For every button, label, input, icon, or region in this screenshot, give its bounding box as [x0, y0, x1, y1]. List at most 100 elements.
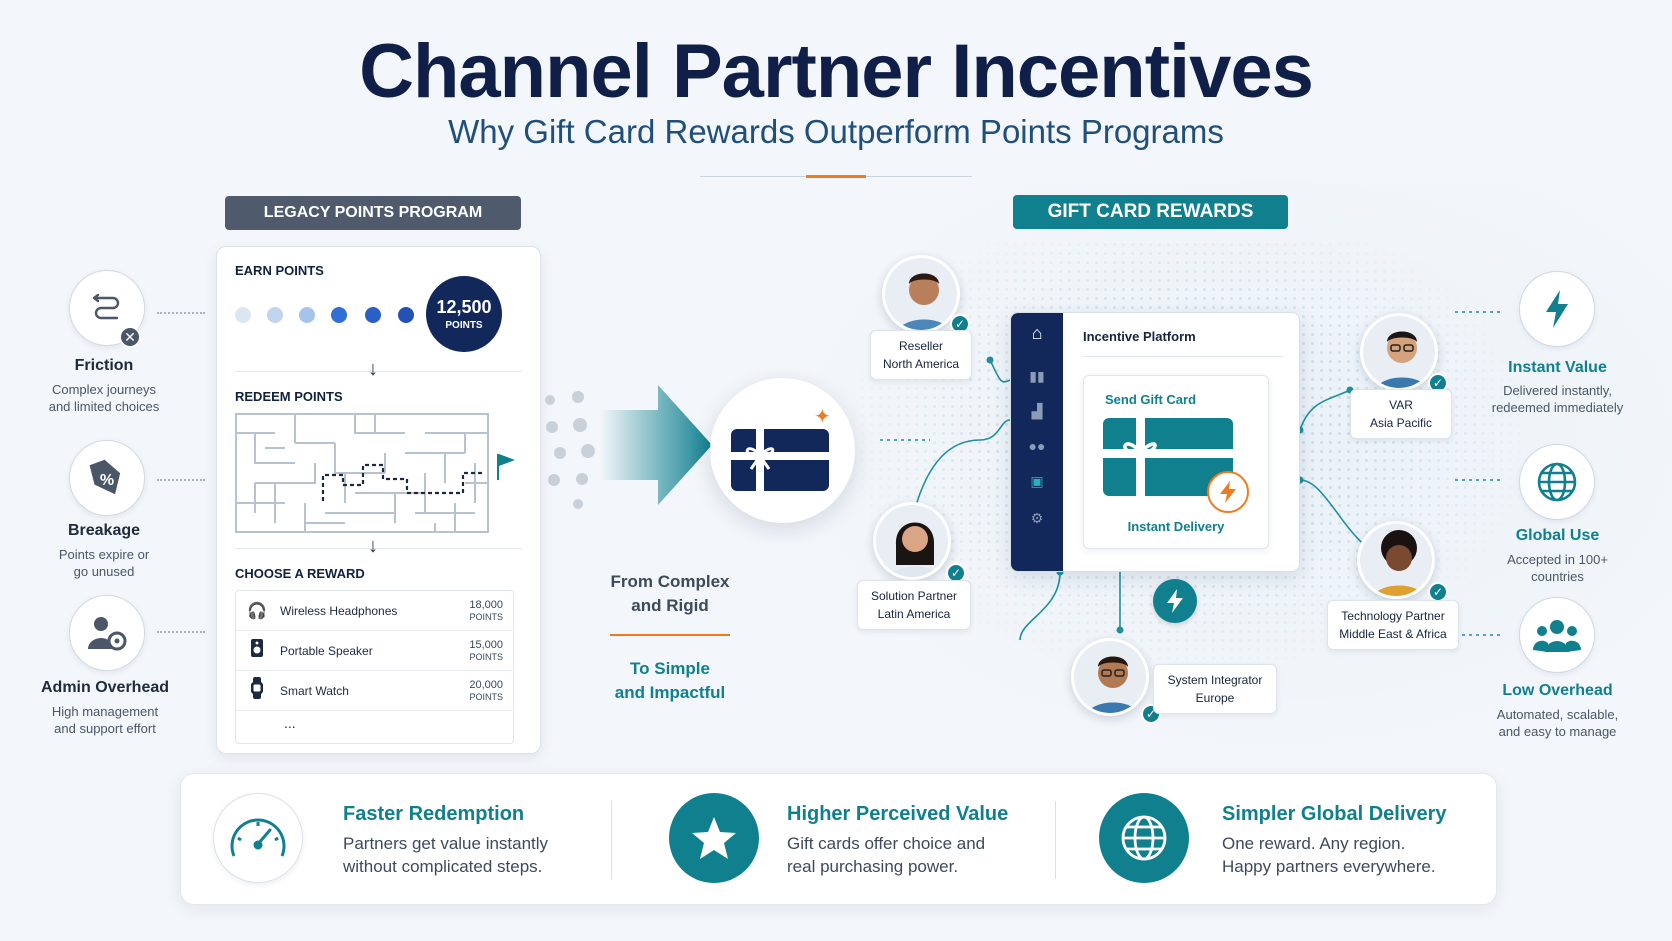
- global-delivery-title: Simpler Global Delivery: [1222, 803, 1447, 825]
- instant-value-title: Instant Value: [1508, 359, 1607, 376]
- page-title: Channel Partner Incentives: [359, 29, 1314, 114]
- progress-dot: [365, 307, 381, 323]
- benefits-summary-panel: [180, 773, 1497, 905]
- send-gift-card-label: Send Gift Card: [1105, 392, 1197, 407]
- divider-left: [700, 176, 806, 177]
- gift-card-icon: [731, 429, 829, 491]
- points-balance-badge: 12,500 POINTS: [426, 276, 502, 352]
- faster-redemption-title: Faster Redemption: [343, 803, 525, 825]
- progress-dot: [235, 307, 251, 323]
- page-subtitle: Why Gift Card Rewards Outperform Points …: [448, 113, 1224, 150]
- home-icon[interactable]: ⌂: [1031, 323, 1043, 343]
- divider: [1083, 356, 1283, 357]
- gift-card-image: [1103, 418, 1233, 496]
- middle-divider: [610, 634, 730, 636]
- gift-icon[interactable]: ▣: [1030, 473, 1044, 489]
- lightning-icon: [1153, 579, 1197, 623]
- arrow-down-icon: ↓: [368, 535, 378, 557]
- close-icon: ✕: [119, 326, 141, 348]
- instant-value-desc: Delivered instantly, redeemed immediatel…: [1491, 383, 1624, 415]
- bar-chart-icon[interactable]: ▮▮: [1029, 368, 1045, 384]
- percent-tag-icon: %: [69, 440, 145, 516]
- reward-name: Wireless Headphones: [280, 603, 398, 618]
- gift-card-label: GIFT CARD REWARDS: [1013, 195, 1288, 229]
- progress-dot: [331, 307, 347, 323]
- finish-flag-icon: [499, 454, 515, 466]
- incentive-platform-window: ⌂ ▮▮ ▟ ●● ▣ ⚙ Incentive Platform Send Gi…: [1010, 312, 1300, 572]
- global-use-desc: Accepted in 100+ countries: [1507, 552, 1608, 584]
- divider: [611, 801, 612, 879]
- speaker-icon: [246, 638, 268, 663]
- progress-dot: [267, 307, 283, 323]
- redeem-points-label: REDEEM POINTS: [235, 389, 343, 404]
- globe-icon: [1099, 793, 1189, 883]
- speedometer-icon: [213, 793, 303, 883]
- more-rewards: ...: [284, 715, 296, 731]
- arrow-down-icon: ↓: [368, 358, 378, 380]
- analytics-icon[interactable]: ▟: [1031, 403, 1043, 419]
- low-overhead-desc: Automated, scalable, and easy to manage: [1496, 707, 1619, 739]
- admin-overhead-desc: High management and support effort: [51, 704, 159, 736]
- divider: [235, 371, 522, 372]
- reward-name: Portable Speaker: [280, 643, 373, 658]
- transition-arrow: [545, 385, 712, 509]
- svg-text:%: %: [100, 472, 114, 489]
- flag-pole: [497, 454, 499, 480]
- sparkle-icon: ✦: [814, 406, 831, 428]
- avatar: [1360, 313, 1438, 391]
- higher-value-desc: Gift cards offer choice and real purchas…: [787, 834, 986, 876]
- check-icon: ✓: [1428, 582, 1448, 602]
- avatar: [1357, 521, 1435, 599]
- gear-icon[interactable]: ⚙: [1030, 510, 1044, 526]
- breakage-title: Breakage: [67, 522, 141, 539]
- divider: [1055, 801, 1056, 879]
- admin-overhead-title: Admin Overhead: [40, 679, 170, 696]
- from-text: From Complex and Rigid: [610, 572, 730, 615]
- headphones-icon: 🎧: [247, 602, 267, 620]
- team-icon: [1519, 597, 1595, 673]
- divider-right: [866, 176, 972, 177]
- earn-points-label: EARN POINTS: [235, 263, 324, 278]
- connector-dots: [157, 479, 205, 481]
- reward-name: Smart Watch: [280, 683, 349, 698]
- to-text: To Simple and Impactful: [614, 659, 726, 702]
- choose-reward-label: CHOOSE A REWARD: [235, 566, 365, 581]
- points-value: 12,500: [436, 297, 492, 317]
- friction-title: Friction: [74, 357, 134, 374]
- user-gear-icon: [69, 595, 145, 671]
- faster-redemption-desc: Partners get value instantly without com…: [343, 834, 549, 876]
- progress-dot: [398, 307, 414, 323]
- check-icon: ✓: [1141, 704, 1161, 724]
- global-delivery-desc: One reward. Any region. Happy partners e…: [1222, 834, 1436, 876]
- star-icon: [669, 793, 759, 883]
- global-use-title: Global Use: [1515, 527, 1600, 544]
- platform-sidebar: [1011, 313, 1063, 571]
- lightning-icon: [1207, 471, 1249, 513]
- connector-dots: [157, 312, 205, 314]
- avatar: [873, 502, 951, 580]
- connector-dots: [157, 631, 205, 633]
- avatar: [882, 255, 960, 333]
- progress-dot: [299, 307, 315, 323]
- divider: [235, 548, 522, 549]
- higher-value-title: Higher Perceived Value: [787, 803, 1009, 825]
- globe-icon: [1519, 444, 1595, 520]
- avatar: [1071, 638, 1149, 716]
- title-accent-rule: [806, 175, 866, 178]
- users-icon[interactable]: ●●: [1028, 438, 1046, 454]
- maze-illustration: [235, 413, 489, 533]
- friction-desc: Complex journeys and limited choices: [48, 382, 160, 414]
- instant-delivery-label: Instant Delivery: [1127, 519, 1225, 534]
